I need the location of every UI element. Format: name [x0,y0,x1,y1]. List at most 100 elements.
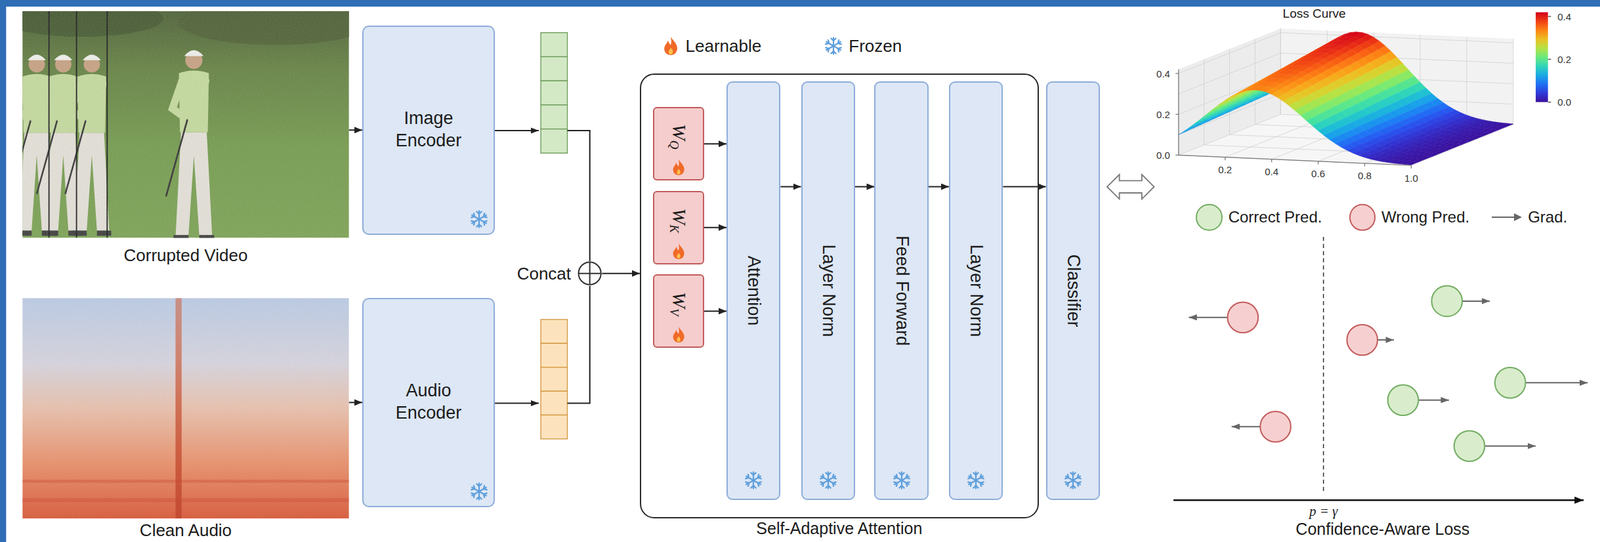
plot-gridline [1203,59,1205,146]
legend-text: Correct Pred. [1228,209,1323,226]
text-holder: Layer Norm [967,244,986,338]
label-holder: 0.0 [1557,97,1572,107]
correct-prediction-dot [1388,384,1419,416]
concat-wire [567,286,590,404]
audio-encoder-box: Audio Encoder [362,297,495,508]
text-holder: Layer Norm [819,244,837,338]
plot-gridline [1229,49,1230,136]
plot-axis [1410,165,1412,169]
clean-audio-spectrogram-image [22,297,350,519]
plot-gridline [1178,53,1281,94]
surface-patch [1427,152,1441,157]
correct-prediction-dot [1454,430,1486,462]
flow-arrow [780,186,801,188]
z-axis-tick: 0.2 [1156,109,1171,120]
grass-ground [22,11,350,238]
label-holder: 1.0 [1404,172,1419,183]
surface-patch [1463,137,1477,142]
icon-glyph [825,37,843,54]
flow-arrow [928,186,949,188]
block-caption: Clean Audio [139,521,232,539]
gradient-arrow [1525,381,1588,384]
x-axis-tick: 1.0 [1404,172,1419,183]
spectrogram-ground [22,297,350,519]
weight-symbol: W [668,208,691,225]
artwork-rect [540,343,568,367]
concat-wire [567,130,590,262]
flow-arrow [704,227,727,229]
surface-patch [1220,96,1234,106]
frozen-icon [744,471,763,490]
block-caption: Self-Adaptive Attention [756,520,923,537]
layer-norm-box: Layer Norm [801,81,856,500]
gradient-arrow [1377,339,1394,341]
legend-swatch [1349,204,1376,231]
surface-patch [1420,155,1434,159]
concat-circle: Concat [577,261,602,286]
chart-title: Loss Curve [1283,7,1347,20]
attention-block: WQWKWVAttentionLayer NormFeed ForwardLay… [639,73,1039,519]
surface-patch [1195,114,1209,123]
gradient-arrow [1462,300,1490,302]
key-weight-box: WK [652,190,705,265]
plot-axis [1178,69,1179,156]
panel-caption: Confidence-Aware Loss [1295,521,1470,538]
learnable-icon [670,159,687,176]
plot-gridline [1178,69,1179,156]
plot-gridline [1178,73,1281,115]
surface-patch [1478,131,1492,136]
image-token-stack [540,32,568,154]
text-holder: Audio Encoder [379,380,478,426]
surface-patch [1201,109,1215,119]
label-holder: 0.4 [1264,166,1279,177]
plot-axis [1175,72,1179,74]
wrong-prediction-dot [1346,324,1378,356]
text-holder: Clean Audio [139,521,232,539]
label-holder: 0.4 [1156,68,1171,79]
z-axis-tick: 0.4 [1156,68,1171,79]
weight-symbol: W [668,124,691,141]
noise-overlay [22,11,350,238]
probability-axis [1173,499,1584,501]
icon-glyph [1064,471,1081,489]
correct-prediction-dot [1494,367,1526,399]
artwork-rect [540,56,568,81]
back-pane [1280,28,1514,125]
label-holder: 0.4 [1557,11,1572,22]
x-axis-tick: 0.6 [1311,168,1326,179]
gradient-arrow [1484,445,1536,447]
label-holder: 0.2 [1156,109,1171,120]
weight-subscript: Q [667,140,682,150]
text-holder: Attention [744,255,763,327]
icon-glyph [893,471,910,489]
artwork-rect [540,80,568,106]
concat-symbol [577,261,602,286]
surface-patch [1190,119,1204,128]
weight-label: WV [668,292,690,317]
weight-label: WK [668,208,690,233]
threshold-line [1323,236,1325,493]
artwork-rect [540,32,568,58]
plot-gridline [1280,32,1514,44]
weight-symbol: W [668,292,691,309]
flow-arrow [349,401,363,403]
icon-glyph [819,471,837,489]
surface-patch [1456,141,1470,145]
plot-axis [1178,154,1412,166]
concat-ring [578,262,602,285]
icon-glyph [745,471,762,489]
audio-input-node: Clean Audio [22,297,350,519]
plot-axis [1175,114,1179,115]
image-encoder-box: Image Encoder [362,25,495,235]
frame-top-bar [0,0,1600,7]
label-holder: 0.8 [1357,170,1372,181]
concat-cross [578,262,602,285]
artwork-rect [540,414,568,439]
text-holder: Self-Adaptive Attention [756,520,923,537]
module-label: Classifier [1063,254,1082,328]
arrow-head [1514,213,1522,222]
flow-arrow [1002,186,1046,188]
plot-gridline [1318,120,1421,162]
